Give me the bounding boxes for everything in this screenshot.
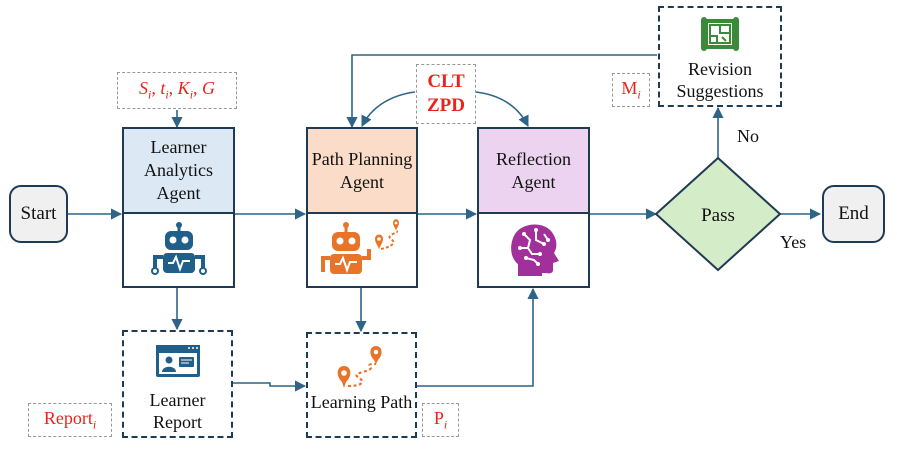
learner-analytics-agent: Learner Analytics Agent bbox=[122, 127, 235, 288]
zpd-label: ZPD bbox=[427, 95, 465, 116]
path-planning-agent: Path Planning Agent bbox=[306, 127, 418, 288]
video-report-icon bbox=[124, 344, 231, 378]
brain-head-icon bbox=[479, 214, 588, 286]
theory-tag: CLT ZPD bbox=[416, 64, 476, 124]
pass-diamond bbox=[654, 156, 782, 272]
end-node: End bbox=[822, 185, 885, 243]
learning-path-label: Learning Path bbox=[310, 392, 413, 412]
edge-revision-planning bbox=[346, 54, 657, 129]
report-tag: Reporti bbox=[28, 403, 112, 437]
revision-tag-label: Mi bbox=[621, 77, 641, 102]
inputs-tag-label: Si, ti, Ki, G bbox=[138, 78, 216, 102]
blueprint-icon bbox=[660, 16, 780, 52]
pass-label: Pass bbox=[701, 205, 735, 226]
learner-report-box: Learner Report bbox=[122, 330, 233, 438]
report-tag-label: Reporti bbox=[43, 407, 97, 432]
path-planning-agent-label: Path Planning Agent bbox=[308, 129, 416, 214]
route-pin-icon bbox=[308, 344, 415, 390]
edge-report-path bbox=[233, 380, 307, 392]
edge-theory-reflection bbox=[475, 91, 529, 128]
robot-with-route-icon bbox=[308, 214, 416, 286]
edge-theory-planning bbox=[361, 91, 416, 128]
path-tag-label: Pi bbox=[433, 407, 448, 432]
reflection-agent: Reflection Agent bbox=[477, 127, 590, 288]
learning-path-box: Learning Path bbox=[306, 332, 417, 438]
start-node: Start bbox=[9, 185, 68, 243]
clt-label: CLT bbox=[427, 71, 465, 92]
inputs-tag: Si, ti, Ki, G bbox=[117, 72, 237, 109]
revision-tag: Mi bbox=[612, 73, 650, 107]
edge-path-reflection bbox=[417, 287, 539, 387]
revision-suggestions-label: Revision Suggestions bbox=[676, 59, 764, 101]
reflection-agent-label: Reflection Agent bbox=[479, 129, 588, 214]
no-label: No bbox=[737, 126, 759, 146]
end-label: End bbox=[838, 203, 869, 224]
revision-suggestions-box: Revision Suggestions bbox=[658, 6, 782, 107]
learner-report-label: Learner Report bbox=[149, 390, 206, 432]
robot-icon bbox=[124, 214, 233, 286]
yes-label: Yes bbox=[780, 232, 807, 252]
path-tag: Pi bbox=[422, 403, 459, 437]
learner-analytics-agent-label: Learner Analytics Agent bbox=[124, 129, 233, 214]
start-label: Start bbox=[20, 203, 57, 224]
